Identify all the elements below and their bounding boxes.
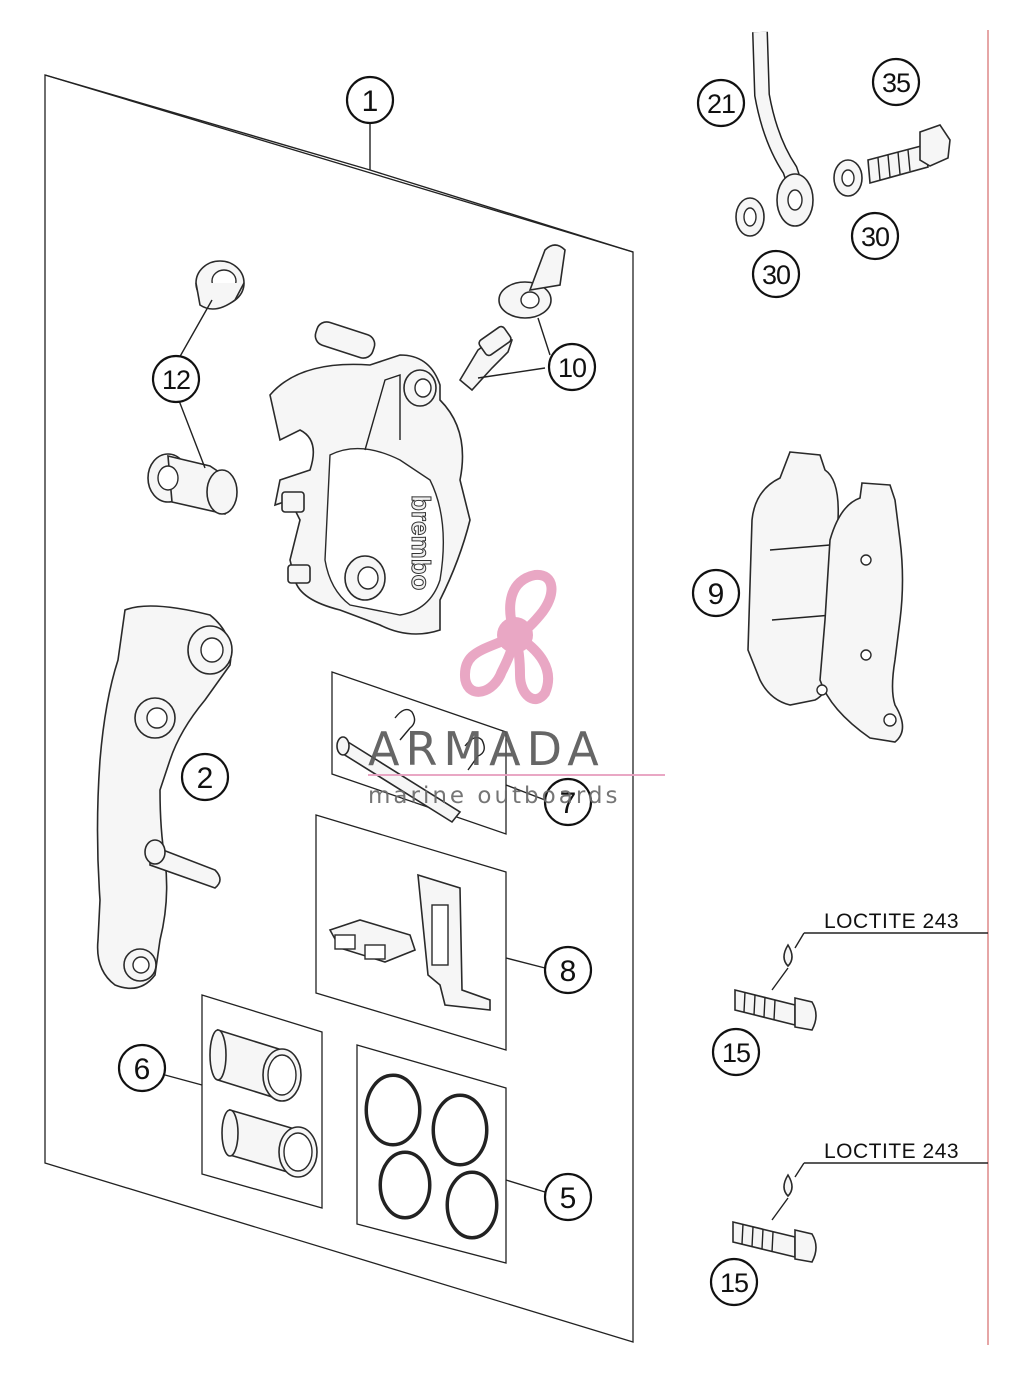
piston-seals (364, 1073, 499, 1240)
svg-text:35: 35 (882, 68, 910, 98)
callout-21: 21 (696, 78, 746, 128)
svg-text:9: 9 (708, 578, 725, 611)
callout-8: 8 (543, 945, 593, 995)
callout-12-leader (177, 299, 213, 469)
watermark-brand: ARMADA (368, 722, 605, 776)
callout-5: 5 (543, 1172, 593, 1222)
svg-text:21: 21 (707, 89, 735, 119)
svg-text:30: 30 (861, 222, 889, 252)
callout-7: 7 (543, 777, 593, 827)
caliper-pin-bushing (195, 260, 245, 310)
caliper-pistons (209, 1028, 318, 1178)
watermark-tagline: marine outboards (368, 783, 620, 809)
mounting-screw-bottom (732, 1220, 817, 1263)
sealing-washer-right (833, 159, 863, 197)
loctite-drop-bottom (783, 1173, 793, 1198)
pin-spring-clips (394, 708, 485, 771)
piston-kit-frame (201, 994, 323, 1209)
callout-2: 2 (180, 752, 230, 802)
loctite-note-bottom: LOCTITE 243 (824, 1140, 959, 1163)
loctite-drop-top (783, 943, 793, 968)
svg-text:7: 7 (560, 787, 577, 820)
svg-text:1: 1 (362, 85, 379, 118)
pad-spring-plate (417, 873, 491, 1011)
banjo-bolt (867, 124, 951, 185)
callout-6-leader (164, 1074, 203, 1086)
bleeder-cap (498, 244, 566, 319)
svg-text:15: 15 (720, 1268, 748, 1298)
brake-line-hose (752, 31, 814, 227)
sealing-washer-left (735, 197, 765, 237)
callout-6: 6 (117, 1043, 167, 1093)
svg-text:12: 12 (162, 365, 190, 395)
callout-10-leader (477, 317, 551, 379)
callout-1: 1 (345, 75, 395, 125)
callout-30-left: 30 (751, 249, 801, 299)
callout-10: 10 (547, 342, 597, 392)
callout-9: 9 (691, 568, 741, 618)
callout-5-leader (505, 1179, 546, 1193)
svg-text:8: 8 (560, 955, 577, 988)
callout-1-leader (44, 74, 634, 253)
loctite-bottom-leader (771, 1162, 988, 1221)
pin-kit-frame (331, 671, 507, 835)
pad-retaining-pin (336, 736, 462, 824)
caliper-guide-pin (147, 453, 238, 515)
callout-15-bottom: 15 (709, 1257, 759, 1307)
svg-text:30: 30 (762, 260, 790, 290)
svg-text:2: 2 (197, 762, 214, 795)
callout-12: 12 (151, 354, 201, 404)
loctite-note-top: LOCTITE 243 (824, 910, 959, 933)
propeller-logo-icon (460, 569, 557, 704)
brake-pads (747, 451, 904, 743)
callout-30-right: 30 (850, 211, 900, 261)
svg-text:5: 5 (560, 1182, 577, 1215)
callout-15-top: 15 (711, 1027, 761, 1077)
callout-35: 35 (871, 57, 921, 107)
callout-7-leader (505, 784, 546, 801)
loctite-top-leader (771, 932, 988, 991)
pad-spring-clips (328, 919, 416, 963)
caliper-kit-frame (44, 74, 634, 1343)
mounting-screw-top (734, 988, 817, 1031)
pad-spring-kit-frame (315, 814, 507, 1051)
svg-text:10: 10 (558, 353, 586, 383)
bleeder-valve (458, 325, 514, 392)
caliper-support-bracket (96, 605, 233, 990)
caliper-brand-text: brembo (406, 495, 436, 590)
watermark: ARMADA marine outboards (368, 569, 665, 809)
svg-text:15: 15 (722, 1038, 750, 1068)
svg-text:6: 6 (134, 1053, 151, 1086)
seal-kit-frame (356, 1044, 507, 1264)
callout-8-leader (505, 957, 546, 969)
brake-caliper: brembo (269, 321, 471, 635)
